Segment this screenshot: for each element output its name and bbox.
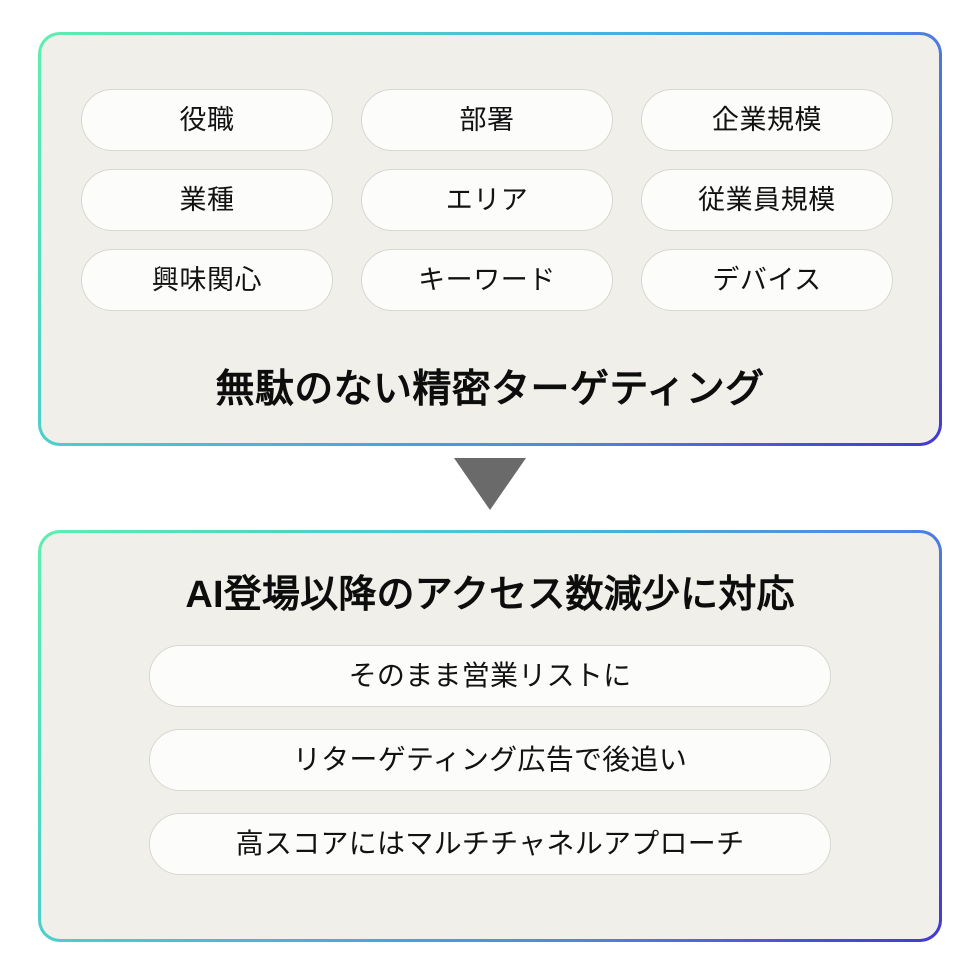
tag-pill-interest[interactable]: 興味関心 xyxy=(81,249,333,311)
tag-pill-department[interactable]: 部署 xyxy=(361,89,613,151)
tag-pill-industry[interactable]: 業種 xyxy=(81,169,333,231)
result-card-body: AI登場以降のアクセス数減少に対応 そのまま営業リストに リターゲティング広告で… xyxy=(41,533,939,939)
tag-pill-employee-size[interactable]: 従業員規模 xyxy=(641,169,893,231)
tag-pill-device[interactable]: デバイス xyxy=(641,249,893,311)
targeting-tag-grid: 役職 部署 企業規模 業種 エリア 従業員規模 興味関心 キーワード デバイス xyxy=(81,89,901,311)
action-pill-retargeting-ad[interactable]: リターゲティング広告で後追い xyxy=(149,729,831,791)
result-action-list: そのまま営業リストに リターゲティング広告で後追い 高スコアにはマルチチャネルア… xyxy=(149,645,831,875)
action-pill-sales-list[interactable]: そのまま営業リストに xyxy=(149,645,831,707)
targeting-card-body: 役職 部署 企業規模 業種 エリア 従業員規模 興味関心 キーワード デバイス … xyxy=(41,35,939,443)
action-pill-multichannel[interactable]: 高スコアにはマルチチャネルアプローチ xyxy=(149,813,831,875)
background-artifact-text xyxy=(38,946,942,972)
result-card: AI登場以降のアクセス数減少に対応 そのまま営業リストに リターゲティング広告で… xyxy=(38,530,942,942)
triangle-down-icon xyxy=(454,458,526,510)
tag-pill-keyword[interactable]: キーワード xyxy=(361,249,613,311)
tag-pill-role[interactable]: 役職 xyxy=(81,89,333,151)
result-card-heading: AI登場以降のアクセス数減少に対応 xyxy=(185,574,795,616)
tag-pill-area[interactable]: エリア xyxy=(361,169,613,231)
targeting-card-heading: 無駄のない精密ターゲティング xyxy=(215,368,765,411)
tag-pill-company-size[interactable]: 企業規模 xyxy=(641,89,893,151)
targeting-card: 役職 部署 企業規模 業種 エリア 従業員規模 興味関心 キーワード デバイス … xyxy=(38,32,942,446)
